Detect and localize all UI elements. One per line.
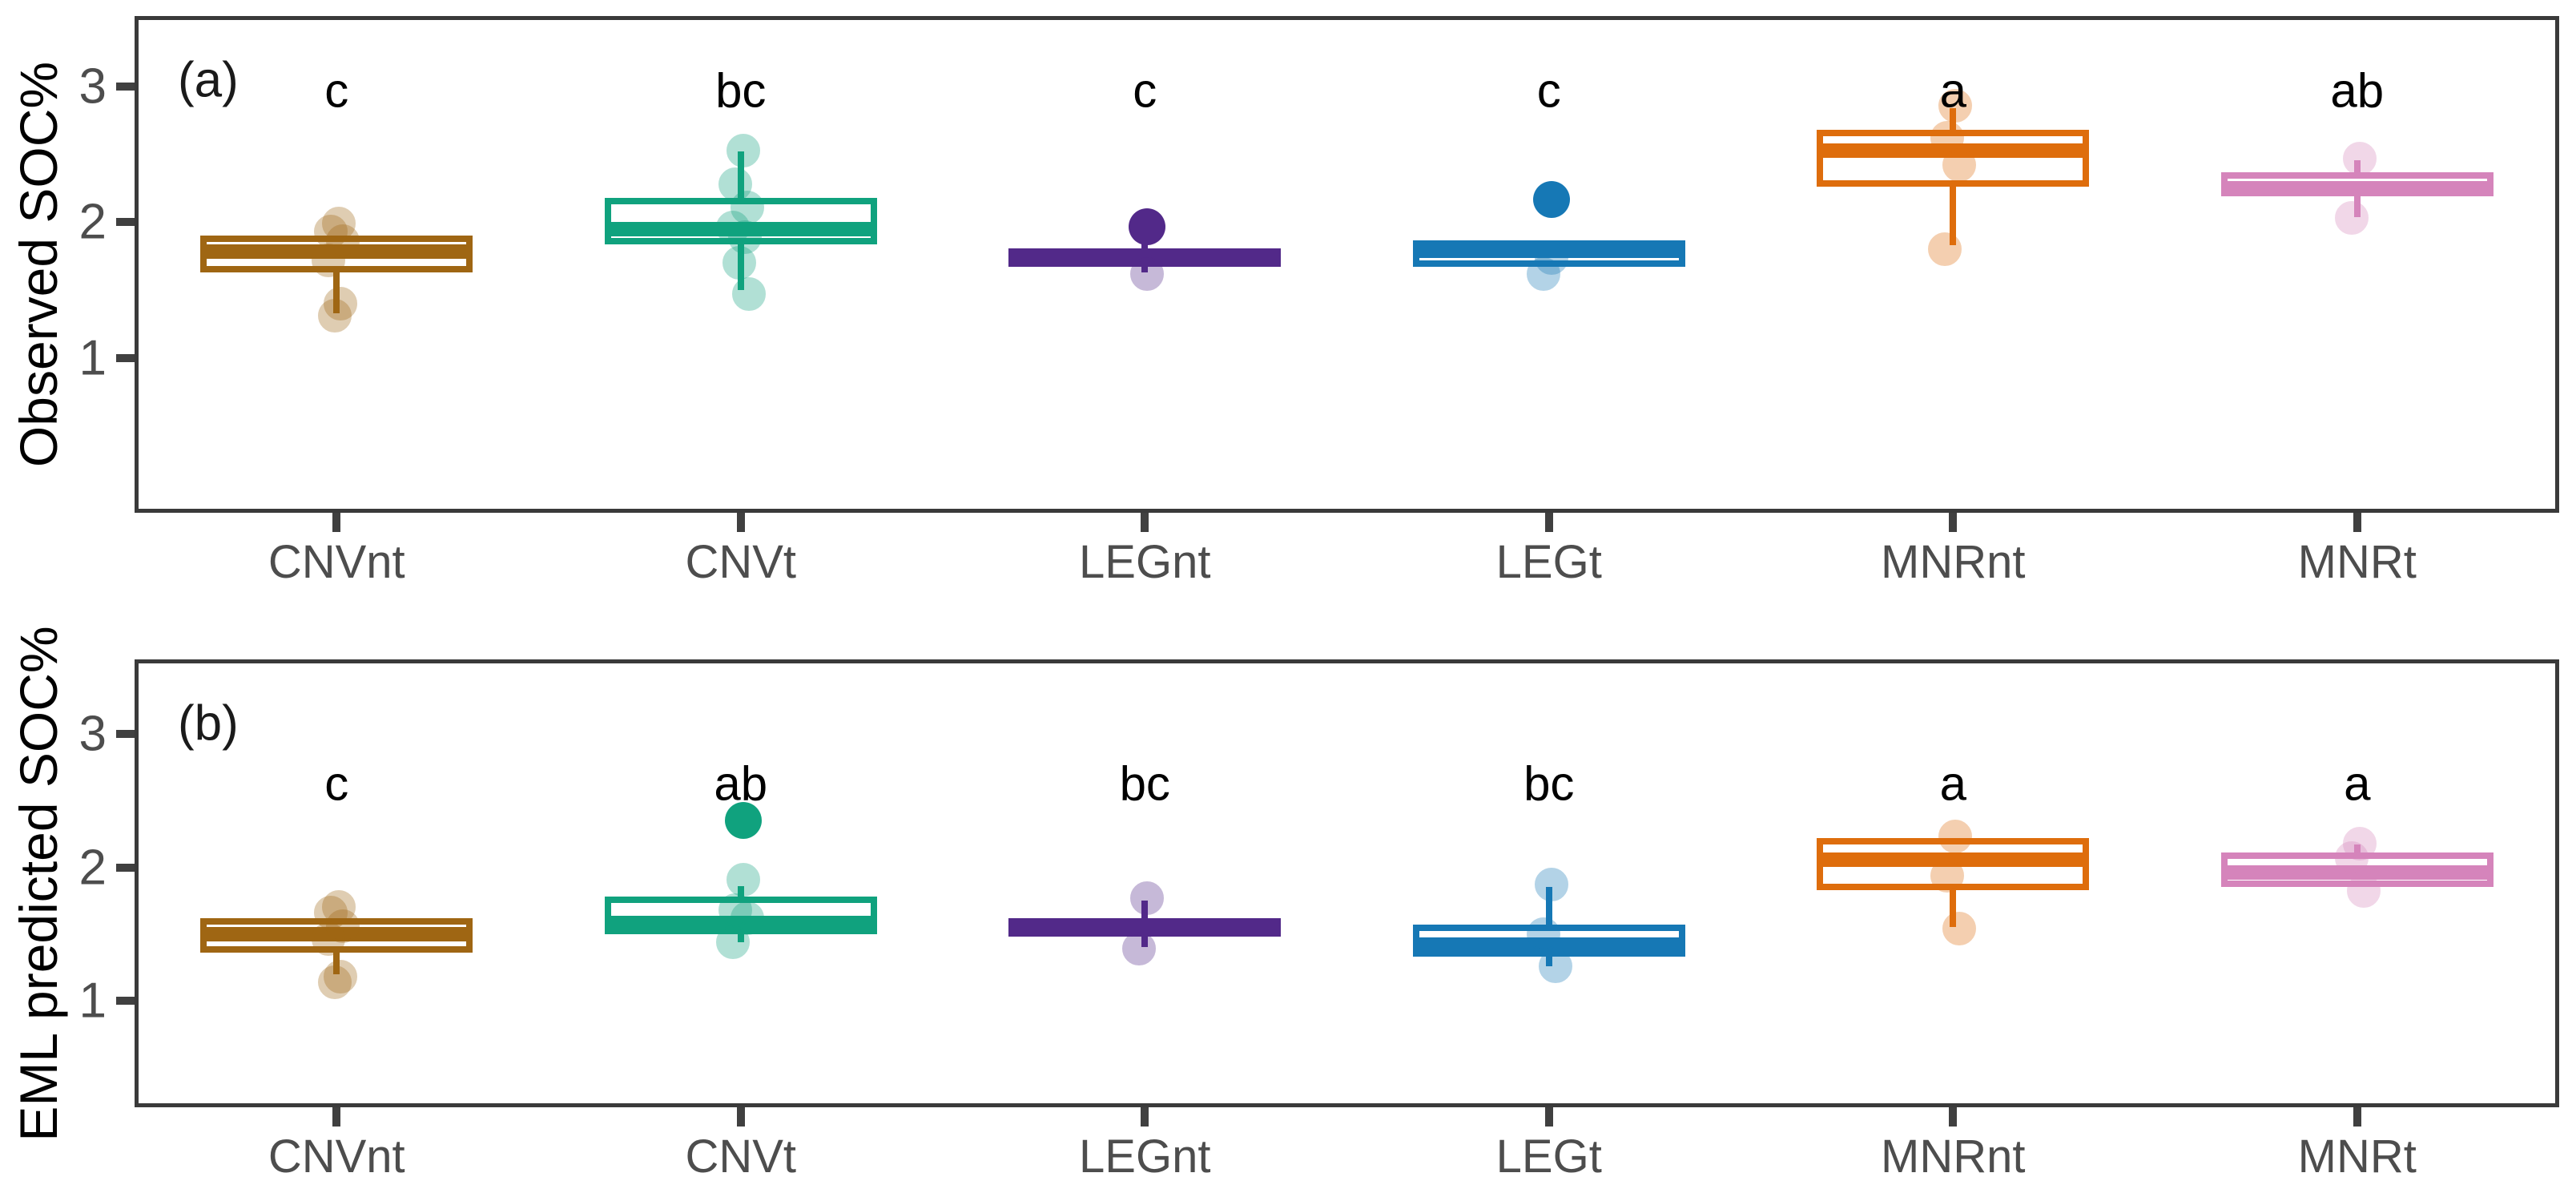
y-tick-2 xyxy=(116,863,135,872)
x-tick-MNRnt xyxy=(1949,513,1958,532)
panel-tag-(b): (b) xyxy=(178,695,239,752)
jitter-point-CNVt xyxy=(726,133,760,167)
y-axis-title-observed: Observed SOC% xyxy=(9,61,68,468)
jitter-point-MNRt xyxy=(2346,874,2381,909)
jitter-point-CNVnt xyxy=(318,299,352,333)
significance-letter-CNVt: bc xyxy=(715,63,767,118)
outlier-point-LEGnt xyxy=(1129,208,1166,245)
x-category-label-CNVt: CNVt xyxy=(685,536,797,588)
x-tick-MNRnt xyxy=(1949,1107,1958,1127)
jitter-point-LEGt xyxy=(1526,917,1560,951)
y-tick-1 xyxy=(116,353,135,362)
jitter-point-LEGt xyxy=(1534,868,1568,902)
jitter-point-MNRnt xyxy=(1938,820,1973,854)
jitter-point-LEGnt xyxy=(1122,932,1157,966)
x-tick-CNVt xyxy=(736,1107,745,1127)
jitter-point-CNVt xyxy=(726,862,760,897)
y-tick-label-1: 1 xyxy=(78,330,107,386)
jitter-point-CNVt xyxy=(722,246,756,280)
significance-letter-MNRt: ab xyxy=(2330,63,2385,118)
x-tick-LEGnt xyxy=(1141,513,1149,532)
jitter-point-MNRt xyxy=(2342,141,2377,175)
significance-letter-LEGt: bc xyxy=(1523,756,1575,811)
y-tick-3 xyxy=(116,730,135,739)
x-category-label-CNVnt: CNVnt xyxy=(268,1131,405,1183)
significance-letter-CNVt: ab xyxy=(714,756,768,811)
jitter-point-MNRt xyxy=(2334,840,2369,875)
panel-tag-(a): (a) xyxy=(178,52,239,108)
jitter-point-MNRt xyxy=(2334,201,2369,236)
whisker-lower-MNRnt xyxy=(1950,187,1957,246)
x-category-label-LEGt: LEGt xyxy=(1495,536,1602,588)
x-tick-CNVnt xyxy=(332,513,341,532)
jitter-point-LEGnt xyxy=(1130,881,1165,915)
x-category-label-MNRnt: MNRnt xyxy=(1881,536,2026,588)
jitter-point-LEGt xyxy=(1538,949,1572,983)
y-tick-label-1: 1 xyxy=(78,973,107,1029)
jitter-point-MNRnt xyxy=(1930,858,1965,893)
y-tick-label-2: 2 xyxy=(78,840,107,896)
significance-letter-CNVnt: c xyxy=(324,63,349,118)
panel-a-plot-area xyxy=(135,16,2559,513)
significance-letter-MNRt: a xyxy=(2344,756,2371,811)
y-tick-3 xyxy=(116,83,135,91)
x-category-label-MNRt: MNRt xyxy=(2297,536,2417,588)
jitter-point-LEGt xyxy=(1526,256,1560,291)
whisker-upper-LEGt xyxy=(1545,887,1552,925)
jitter-point-MNRnt xyxy=(1942,912,1977,946)
significance-letter-LEGnt: c xyxy=(1133,63,1157,118)
x-tick-MNRt xyxy=(2353,513,2361,532)
significance-letter-LEGnt: bc xyxy=(1119,756,1170,811)
x-tick-MNRt xyxy=(2353,1107,2361,1127)
jitter-point-LEGnt xyxy=(1130,256,1165,291)
outlier-point-CNVt xyxy=(724,802,762,840)
panel-b-plot-area xyxy=(135,659,2559,1107)
whisker-lower-MNRnt xyxy=(1950,889,1957,928)
jitter-point-MNRnt xyxy=(1942,148,1977,183)
x-tick-LEGt xyxy=(1544,513,1553,532)
significance-letter-MNRnt: a xyxy=(1939,63,1966,118)
x-category-label-MNRt: MNRt xyxy=(2297,1131,2417,1183)
y-tick-label-2: 2 xyxy=(78,194,107,250)
significance-letter-CNVnt: c xyxy=(324,756,349,811)
x-category-label-LEGt: LEGt xyxy=(1495,1131,1602,1183)
significance-letter-LEGt: c xyxy=(1536,63,1561,118)
x-tick-LEGnt xyxy=(1141,1107,1149,1127)
x-tick-CNVnt xyxy=(332,1107,341,1127)
jitter-point-CNVnt xyxy=(312,922,346,957)
x-category-label-LEGnt: LEGnt xyxy=(1079,1131,1211,1183)
significance-letter-MNRnt: a xyxy=(1939,756,1966,811)
median-line-LEGnt xyxy=(1008,920,1282,935)
x-category-label-LEGnt: LEGnt xyxy=(1079,536,1211,588)
outlier-point-LEGt xyxy=(1532,180,1570,218)
x-tick-CNVt xyxy=(736,513,745,532)
x-category-label-MNRnt: MNRnt xyxy=(1881,1131,2026,1183)
jitter-point-CNVnt xyxy=(318,965,352,999)
jitter-point-MNRnt xyxy=(1928,232,1962,267)
median-line-MNRt xyxy=(2220,181,2493,196)
x-category-label-CNVt: CNVt xyxy=(685,1131,797,1183)
x-tick-LEGt xyxy=(1544,1107,1553,1127)
jitter-point-CNVt xyxy=(715,925,750,959)
jitter-point-CNVnt xyxy=(312,243,346,277)
y-tick-label-3: 3 xyxy=(78,58,107,115)
jitter-point-MNRnt xyxy=(1938,88,1973,123)
y-tick-1 xyxy=(116,996,135,1005)
y-tick-2 xyxy=(116,218,135,227)
x-category-label-CNVnt: CNVnt xyxy=(268,536,405,588)
jitter-point-CNVt xyxy=(731,277,766,312)
y-tick-label-3: 3 xyxy=(78,706,107,762)
